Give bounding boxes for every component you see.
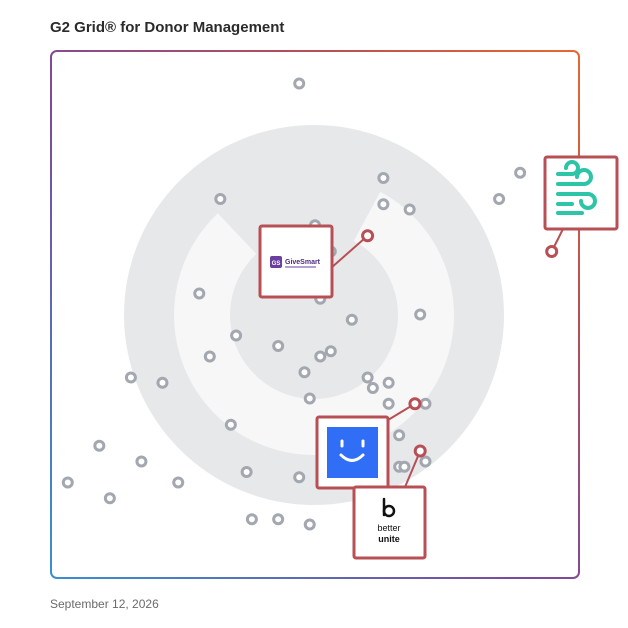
highlighted-dots-layer	[361, 229, 559, 458]
product-dot[interactable]	[272, 340, 285, 352]
highlighted-product-dot[interactable]	[413, 444, 427, 458]
product-dot[interactable]	[303, 392, 316, 405]
product-dot[interactable]	[414, 308, 427, 321]
product-dot[interactable]	[245, 513, 258, 526]
highlighted-product-dot[interactable]	[408, 397, 422, 411]
smiley-icon	[339, 439, 365, 462]
product-dot[interactable]	[314, 350, 327, 363]
product-dot[interactable]	[272, 513, 285, 526]
product-dot[interactable]	[493, 193, 506, 205]
product-dot[interactable]	[419, 455, 432, 468]
product-dot[interactable]	[203, 350, 216, 363]
product-dot[interactable]	[393, 429, 406, 442]
product-dot[interactable]	[172, 476, 185, 489]
givesmart-label: GiveSmart	[285, 259, 321, 266]
product-dot[interactable]	[124, 371, 137, 384]
product-dot[interactable]	[345, 313, 358, 326]
report-date: September 12, 2026	[50, 597, 159, 611]
callout-line	[404, 450, 422, 488]
product-dot[interactable]	[303, 518, 316, 531]
product-dot[interactable]	[403, 203, 416, 216]
product-dot[interactable]	[398, 460, 411, 473]
smiley-icon-bg	[327, 427, 378, 478]
betterunite-logo-box[interactable]: better unite	[352, 485, 427, 560]
givesmart-mark-text: GS	[272, 261, 281, 267]
betterunite-line1: better	[377, 523, 400, 533]
product-dot[interactable]	[93, 439, 106, 452]
product-dot[interactable]	[61, 476, 74, 489]
product-dot[interactable]	[419, 397, 432, 410]
givesmart-logo-box[interactable]: GS GiveSmart	[258, 224, 334, 299]
grid-border	[50, 50, 580, 579]
product-dot[interactable]	[377, 172, 390, 184]
callout-lines	[330, 228, 564, 488]
product-dot[interactable]	[103, 492, 116, 505]
highlighted-product-dot[interactable]	[361, 229, 375, 243]
callout-line	[330, 234, 369, 269]
product-dot[interactable]	[193, 287, 206, 300]
highlighted-product-dot[interactable]	[545, 245, 559, 258]
product-dot[interactable]	[156, 376, 169, 389]
product-dot[interactable]	[366, 382, 379, 394]
product-dot[interactable]	[377, 198, 390, 211]
wind-icon	[556, 160, 597, 215]
product-dot[interactable]	[135, 455, 148, 468]
givesmart-mark-icon	[270, 256, 282, 268]
product-dot[interactable]	[293, 77, 306, 90]
betterunite-line2: unite	[378, 534, 400, 544]
product-dot[interactable]	[514, 166, 527, 179]
product-dot[interactable]	[240, 466, 253, 478]
betterunite-mark-icon	[382, 497, 396, 518]
product-dot[interactable]	[324, 345, 337, 358]
product-dot[interactable]	[293, 471, 306, 484]
product-dot[interactable]	[382, 397, 395, 410]
product-dot[interactable]	[298, 366, 311, 379]
product-dot[interactable]	[230, 329, 243, 342]
wind-logo-box[interactable]	[543, 155, 619, 231]
product-dot[interactable]	[382, 376, 395, 389]
product-dot[interactable]	[214, 193, 227, 205]
product-dot[interactable]	[361, 371, 374, 384]
product-dot[interactable]	[224, 418, 237, 431]
chart-title: G2 Grid® for Donor Management	[50, 19, 285, 36]
smiley-logo-box[interactable]	[315, 415, 390, 490]
